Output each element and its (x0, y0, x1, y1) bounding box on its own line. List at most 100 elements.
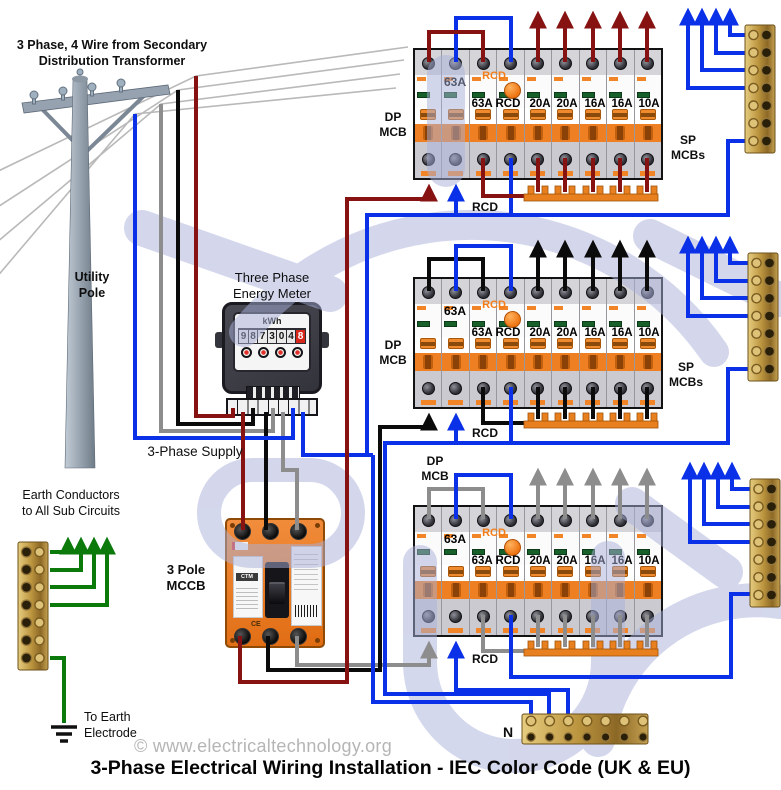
sp-mcb-3 (579, 279, 608, 407)
dp-mcb-rating: 63A (443, 75, 466, 89)
breaker-switch[interactable] (475, 566, 492, 577)
source-label: 3 Phase, 4 Wire from Secondary Distribut… (16, 38, 208, 68)
sp-mcb-4 (607, 279, 635, 407)
breaker-switch[interactable] (475, 109, 492, 120)
sp-mcb-2 (552, 50, 580, 178)
breaker-switch[interactable] (420, 109, 437, 120)
rcd-test-button[interactable] (504, 82, 521, 99)
barcode (295, 605, 317, 617)
status-indicator (581, 92, 595, 98)
sp-mcb-rating: 20A (556, 327, 578, 339)
breaker-switch[interactable] (529, 338, 546, 349)
lever-notch (450, 583, 461, 597)
sp-mcb-5 (634, 279, 661, 407)
breaker-switch[interactable] (639, 566, 656, 577)
sp-mcb-2 (552, 279, 580, 407)
breaker-switch[interactable] (502, 566, 519, 577)
status-indicator (609, 92, 623, 98)
breaker-switch[interactable] (502, 338, 519, 349)
rcd-test-button[interactable] (504, 311, 521, 328)
lever-notch (532, 355, 543, 369)
sp-mcb-rating: 10A (638, 98, 660, 110)
breaker-switch[interactable] (557, 109, 574, 120)
breaker-switch[interactable] (502, 109, 519, 120)
utility-pole-label: Utility Pole (74, 270, 110, 300)
dp-mcb-rating: 63A (443, 304, 466, 318)
earth-conductors-label: Earth Conductors to All Sub Circuits (22, 488, 120, 518)
sp-mcb-2 (552, 507, 580, 635)
breaker-row (415, 50, 661, 178)
lever-notch (478, 126, 489, 140)
page-title: 3-Phase Electrical Wiring Installation -… (90, 757, 691, 779)
breaker-switch[interactable] (584, 338, 601, 349)
breaker-switch[interactable] (529, 109, 546, 120)
lever-notch (423, 355, 434, 369)
status-indicator (636, 92, 650, 98)
sp-mcb-1 (524, 50, 553, 178)
breaker-switch[interactable] (447, 109, 464, 120)
sp-mcb-1 (524, 507, 553, 635)
dp-mcb-pole-b (442, 279, 470, 407)
mccb-terminal (290, 523, 307, 540)
breaker-switch[interactable] (447, 566, 464, 577)
brand-chip (232, 542, 248, 550)
sp-mcb-4 (607, 50, 635, 178)
lever-notch (587, 355, 598, 369)
meter-digit: 9 (239, 329, 248, 343)
dp-mcb-pole-b (442, 507, 470, 635)
lever-notch (642, 355, 653, 369)
lever-notch (478, 583, 489, 597)
sp-mcb-5 (634, 507, 661, 635)
breaker-switch[interactable] (639, 338, 656, 349)
distribution-board-2: 63A RCD 63A RCD 20A 20A 16A 16A 10A (413, 277, 663, 409)
status-indicator (526, 92, 540, 98)
dp-mcb-pole-a (415, 279, 443, 407)
dp-mcb-label-3: DP MCB (421, 454, 449, 483)
breaker-switch[interactable] (584, 109, 601, 120)
breaker-switch[interactable] (529, 566, 546, 577)
lever-notch (450, 355, 461, 369)
mccb-terminal (290, 628, 307, 645)
lever-notch (505, 126, 516, 140)
three-pole-mccb: CTM CE (225, 518, 325, 648)
sp-mcb-rating: 16A (611, 327, 633, 339)
sp-mcb-3 (579, 507, 608, 635)
lever-notch (450, 126, 461, 140)
status-indicator (444, 321, 458, 327)
sp-mcb-rating: 20A (556, 555, 578, 567)
lever-notch (505, 583, 516, 597)
breaker-switch[interactable] (557, 566, 574, 577)
terminal-dot (258, 347, 269, 358)
meter-digit: 8 (248, 329, 258, 343)
meter-label: Three Phase Energy Meter (232, 270, 312, 302)
breaker-switch[interactable] (557, 338, 574, 349)
breaker-switch[interactable] (612, 338, 629, 349)
breaker-switch[interactable] (420, 566, 437, 577)
rcd-test-button[interactable] (504, 539, 521, 556)
sp-mcbs-label-1: SP MCBs (670, 133, 705, 162)
mccb-spec-label (291, 546, 322, 626)
breaker-switch[interactable] (612, 109, 629, 120)
breaker-switch[interactable] (612, 566, 629, 577)
terminal-dot (275, 347, 286, 358)
lever-notch (532, 583, 543, 597)
breaker-switch[interactable] (475, 338, 492, 349)
status-indicator (444, 92, 458, 98)
breaker-switch[interactable] (584, 566, 601, 577)
breaker-switch[interactable] (447, 338, 464, 349)
status-indicator (417, 321, 430, 327)
rcd-rating: 63A RCD (471, 327, 521, 339)
mccb-toggle-lever[interactable] (269, 582, 285, 604)
lever-notch (560, 583, 571, 597)
breaker-switch[interactable] (639, 109, 656, 120)
dp-mcb-label-1: DP MCB (379, 110, 407, 139)
meter-terminal-lights (235, 344, 309, 358)
meter-digit: 3 (267, 329, 277, 343)
meter-digit: 7 (258, 329, 267, 343)
status-indicator (417, 92, 430, 98)
sp-mcbs-label-2: SP MCBs (668, 360, 703, 389)
breaker-row (415, 507, 661, 635)
breaker-switch[interactable] (420, 338, 437, 349)
